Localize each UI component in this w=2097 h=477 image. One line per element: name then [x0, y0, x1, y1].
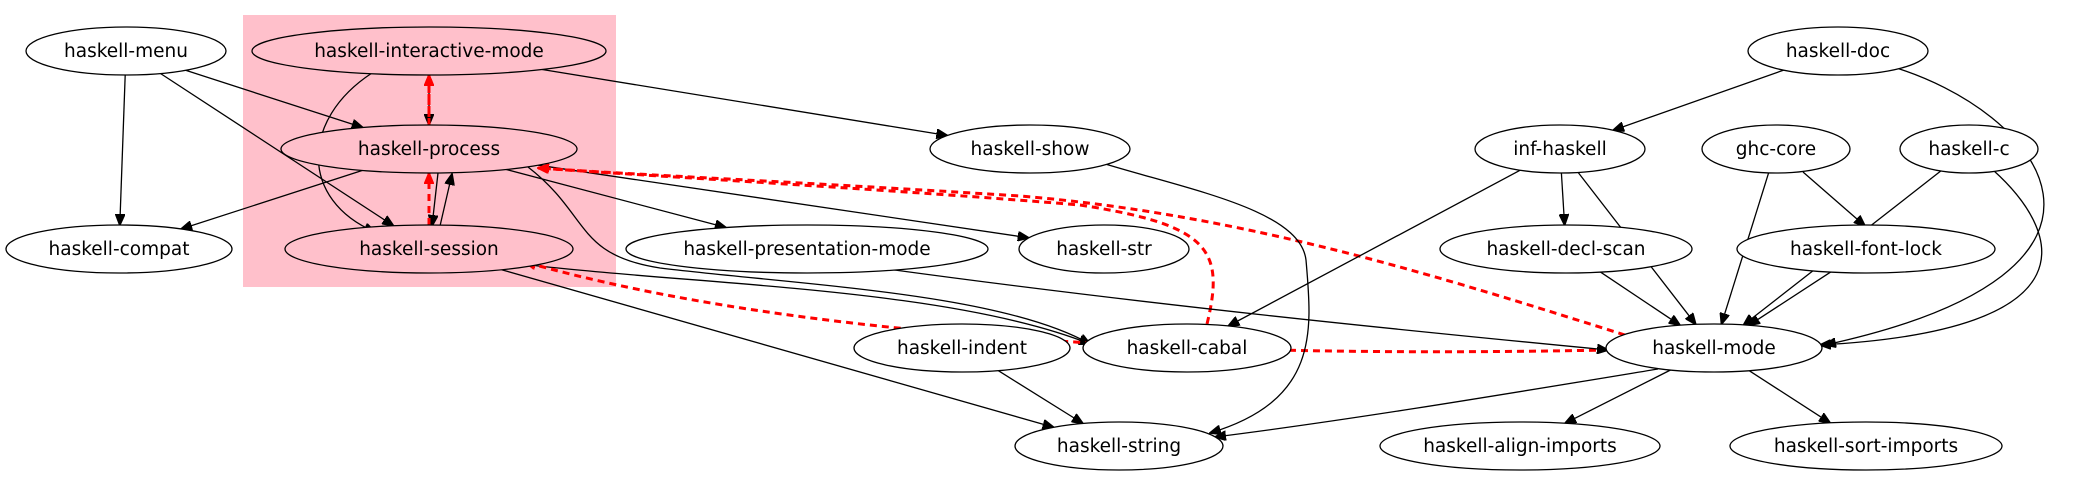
node-haskell-str: haskell-str [1018, 224, 1190, 274]
node-label-haskell-font-lock: haskell-font-lock [1790, 239, 1942, 260]
node-haskell-string: haskell-string [1014, 421, 1224, 471]
node-shape-haskell-doc [1747, 26, 1929, 76]
node-haskell-c: haskell-c [1899, 124, 2039, 174]
edge-inf-haskell-to-haskell-cabal [1228, 169, 1521, 326]
node-haskell-process: haskell-process [280, 124, 578, 174]
node-haskell-mode: haskell-mode [1605, 323, 1823, 373]
nodes-layer: haskell-menu haskell-interactive-mode hask… [5, 26, 2039, 471]
edge-inf-haskell-to-haskell-decl-scan [1561, 172, 1564, 225]
node-haskell-indent: haskell-indent [853, 323, 1071, 373]
node-shape-haskell-str [1018, 224, 1190, 274]
node-shape-haskell-session [284, 224, 574, 274]
node-label-haskell-str: haskell-str [1056, 239, 1152, 260]
node-shape-haskell-menu [25, 26, 227, 76]
node-label-haskell-c: haskell-c [1928, 139, 2009, 160]
edge-haskell-mode-to-haskell-sort-imports [1748, 370, 1830, 423]
node-shape-ghc-core [1701, 124, 1851, 174]
edge-haskell-doc-to-inf-haskell [1613, 69, 1784, 130]
node-haskell-cabal: haskell-cabal [1082, 323, 1292, 373]
node-shape-haskell-process [280, 124, 578, 174]
edge-haskell-menu-to-haskell-compat [120, 74, 126, 225]
node-label-haskell-sort-imports: haskell-sort-imports [1774, 436, 1958, 457]
node-haskell-compat: haskell-compat [5, 224, 233, 274]
node-haskell-show: haskell-show [929, 124, 1131, 174]
edge-haskell-mode-to-haskell-process-dashed [538, 168, 1626, 337]
node-shape-haskell-decl-scan [1439, 224, 1693, 274]
node-shape-haskell-show [929, 124, 1131, 174]
node-haskell-sort-imports: haskell-sort-imports [1729, 421, 2003, 471]
node-label-haskell-doc: haskell-doc [1786, 41, 1890, 62]
edge-haskell-menu-to-haskell-session [160, 72, 394, 226]
node-label-haskell-string: haskell-string [1057, 436, 1181, 457]
node-label-ghc-core: ghc-core [1736, 139, 1816, 160]
node-label-haskell-menu: haskell-menu [64, 41, 188, 62]
node-label-haskell-decl-scan: haskell-decl-scan [1486, 239, 1645, 260]
node-shape-haskell-sort-imports [1729, 421, 2003, 471]
node-haskell-presentation-mode: haskell-presentation-mode [625, 224, 989, 274]
edge-haskell-session-to-haskell-string [501, 269, 1054, 428]
node-haskell-align-imports: haskell-align-imports [1379, 421, 1661, 471]
edge-haskell-session-to-haskell-process [439, 174, 452, 227]
node-haskell-decl-scan: haskell-decl-scan [1439, 224, 1693, 274]
node-shape-inf-haskell [1474, 124, 1646, 174]
edge-haskell-session-to-haskell-cabal [529, 264, 1090, 344]
node-label-haskell-mode: haskell-mode [1652, 338, 1776, 359]
edge-haskell-indent-to-haskell-string [997, 370, 1083, 424]
node-label-haskell-cabal: haskell-cabal [1127, 338, 1248, 359]
node-shape-haskell-indent [853, 323, 1071, 373]
node-shape-haskell-c [1899, 124, 2039, 174]
edge-haskell-show-to-haskell-string [1101, 162, 1310, 433]
node-shape-haskell-mode [1605, 323, 1823, 373]
edge-haskell-c-to-haskell-font-lock [1820, 169, 2043, 345]
node-shape-haskell-align-imports [1379, 421, 1661, 471]
edge-haskell-font-lock-to-haskell-mode [1749, 271, 1831, 325]
node-label-haskell-session: haskell-session [359, 239, 499, 260]
edge-haskell-process-to-haskell-session [432, 172, 439, 226]
node-shape-haskell-cabal [1082, 323, 1292, 373]
edge-haskell-doc-to-haskell-mode [1825, 65, 2045, 345]
edge-haskell-mode-to-haskell-string [1215, 368, 1659, 437]
node-inf-haskell: inf-haskell [1474, 124, 1646, 174]
node-ghc-core: ghc-core [1701, 124, 1851, 174]
edge-haskell-process-to-haskell-compat [181, 169, 363, 229]
node-shape-haskell-presentation-mode [625, 224, 989, 274]
node-haskell-menu: haskell-menu [25, 26, 227, 76]
node-haskell-session: haskell-session [284, 224, 574, 274]
edge-haskell-mode-to-haskell-session-dashed [525, 262, 1609, 354]
edge-haskell-mode-to-haskell-align-imports [1565, 369, 1671, 423]
node-shape-haskell-interactive-mode [251, 26, 607, 76]
node-label-haskell-indent: haskell-indent [897, 338, 1027, 359]
node-shape-haskell-compat [5, 224, 233, 274]
node-label-inf-haskell: inf-haskell [1513, 139, 1606, 160]
node-label-haskell-compat: haskell-compat [49, 239, 190, 260]
node-label-haskell-process: haskell-process [358, 139, 500, 160]
edge-haskell-decl-scan-to-haskell-mode [1600, 271, 1681, 325]
node-label-haskell-interactive-mode: haskell-interactive-mode [314, 41, 544, 62]
edge-haskell-menu-to-haskell-process [185, 69, 363, 127]
edge-ghc-core-to-haskell-font-lock [1802, 171, 1865, 226]
edge-haskell-process-to-haskell-cabal [527, 166, 1090, 344]
node-label-haskell-show: haskell-show [971, 139, 1090, 160]
node-haskell-doc: haskell-doc [1747, 26, 1929, 76]
node-shape-haskell-font-lock [1736, 224, 1996, 274]
edge-haskell-process-to-haskell-str [538, 164, 1028, 238]
node-shape-haskell-string [1014, 421, 1224, 471]
node-haskell-font-lock: haskell-font-lock [1736, 224, 1996, 274]
edge-haskell-interactive-mode-to-haskell-show [542, 68, 947, 136]
node-haskell-interactive-mode: haskell-interactive-mode [251, 26, 607, 76]
node-label-haskell-presentation-mode: haskell-presentation-mode [683, 239, 930, 260]
edge-haskell-presentation-mode-to-haskell-mode [879, 267, 1608, 350]
node-label-haskell-align-imports: haskell-align-imports [1423, 436, 1617, 457]
